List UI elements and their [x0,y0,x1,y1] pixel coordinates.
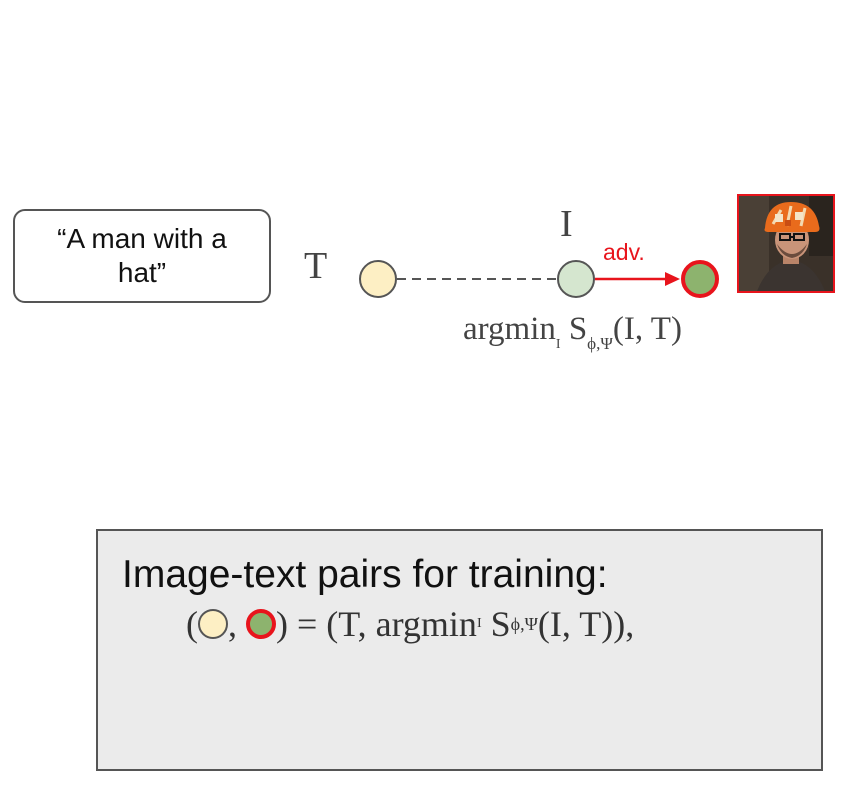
formula-comma: , [228,604,237,644]
adversarial-image-thumbnail [737,194,835,293]
text-embedding-dot [198,609,228,639]
formula-prefix-subscript: I [476,616,482,631]
attack-label: adv. [603,239,645,265]
text-embedding-node [359,260,397,298]
formula-open-paren: ( [186,604,198,644]
objective-prefix: argmin [463,311,556,347]
formula-close-equals: ) = (T, [276,604,376,644]
objective-function: S [568,311,588,347]
adversarial-image-node [681,260,719,298]
training-title: Image-text pairs for training: [122,553,608,596]
formula-function: S [490,604,511,644]
training-pairs-box: Image-text pairs for training: ( , ) = (… [96,529,823,771]
objective-args: (I, T) [612,311,682,347]
text-node-label: T [304,245,328,287]
caption-text: “A man with a hat” [57,223,227,288]
objective-function-subscript: ϕ,Ψ [587,334,613,353]
adversarial-image-dot [246,609,276,639]
caption-box: “A man with a hat” [13,209,271,303]
formula-prefix: argmin [375,604,477,644]
man-with-hat-photo [739,196,833,291]
objective-prefix-subscript: I [555,337,561,352]
image-node-label: I [560,203,573,245]
formula-args: (I, T)), [537,604,635,644]
objective-formula: argminI Sϕ,Ψ(I, T) [463,311,682,354]
formula-function-subscript: ϕ,Ψ [510,613,538,634]
arrow-head-icon [665,272,680,286]
image-embedding-node [557,260,595,298]
